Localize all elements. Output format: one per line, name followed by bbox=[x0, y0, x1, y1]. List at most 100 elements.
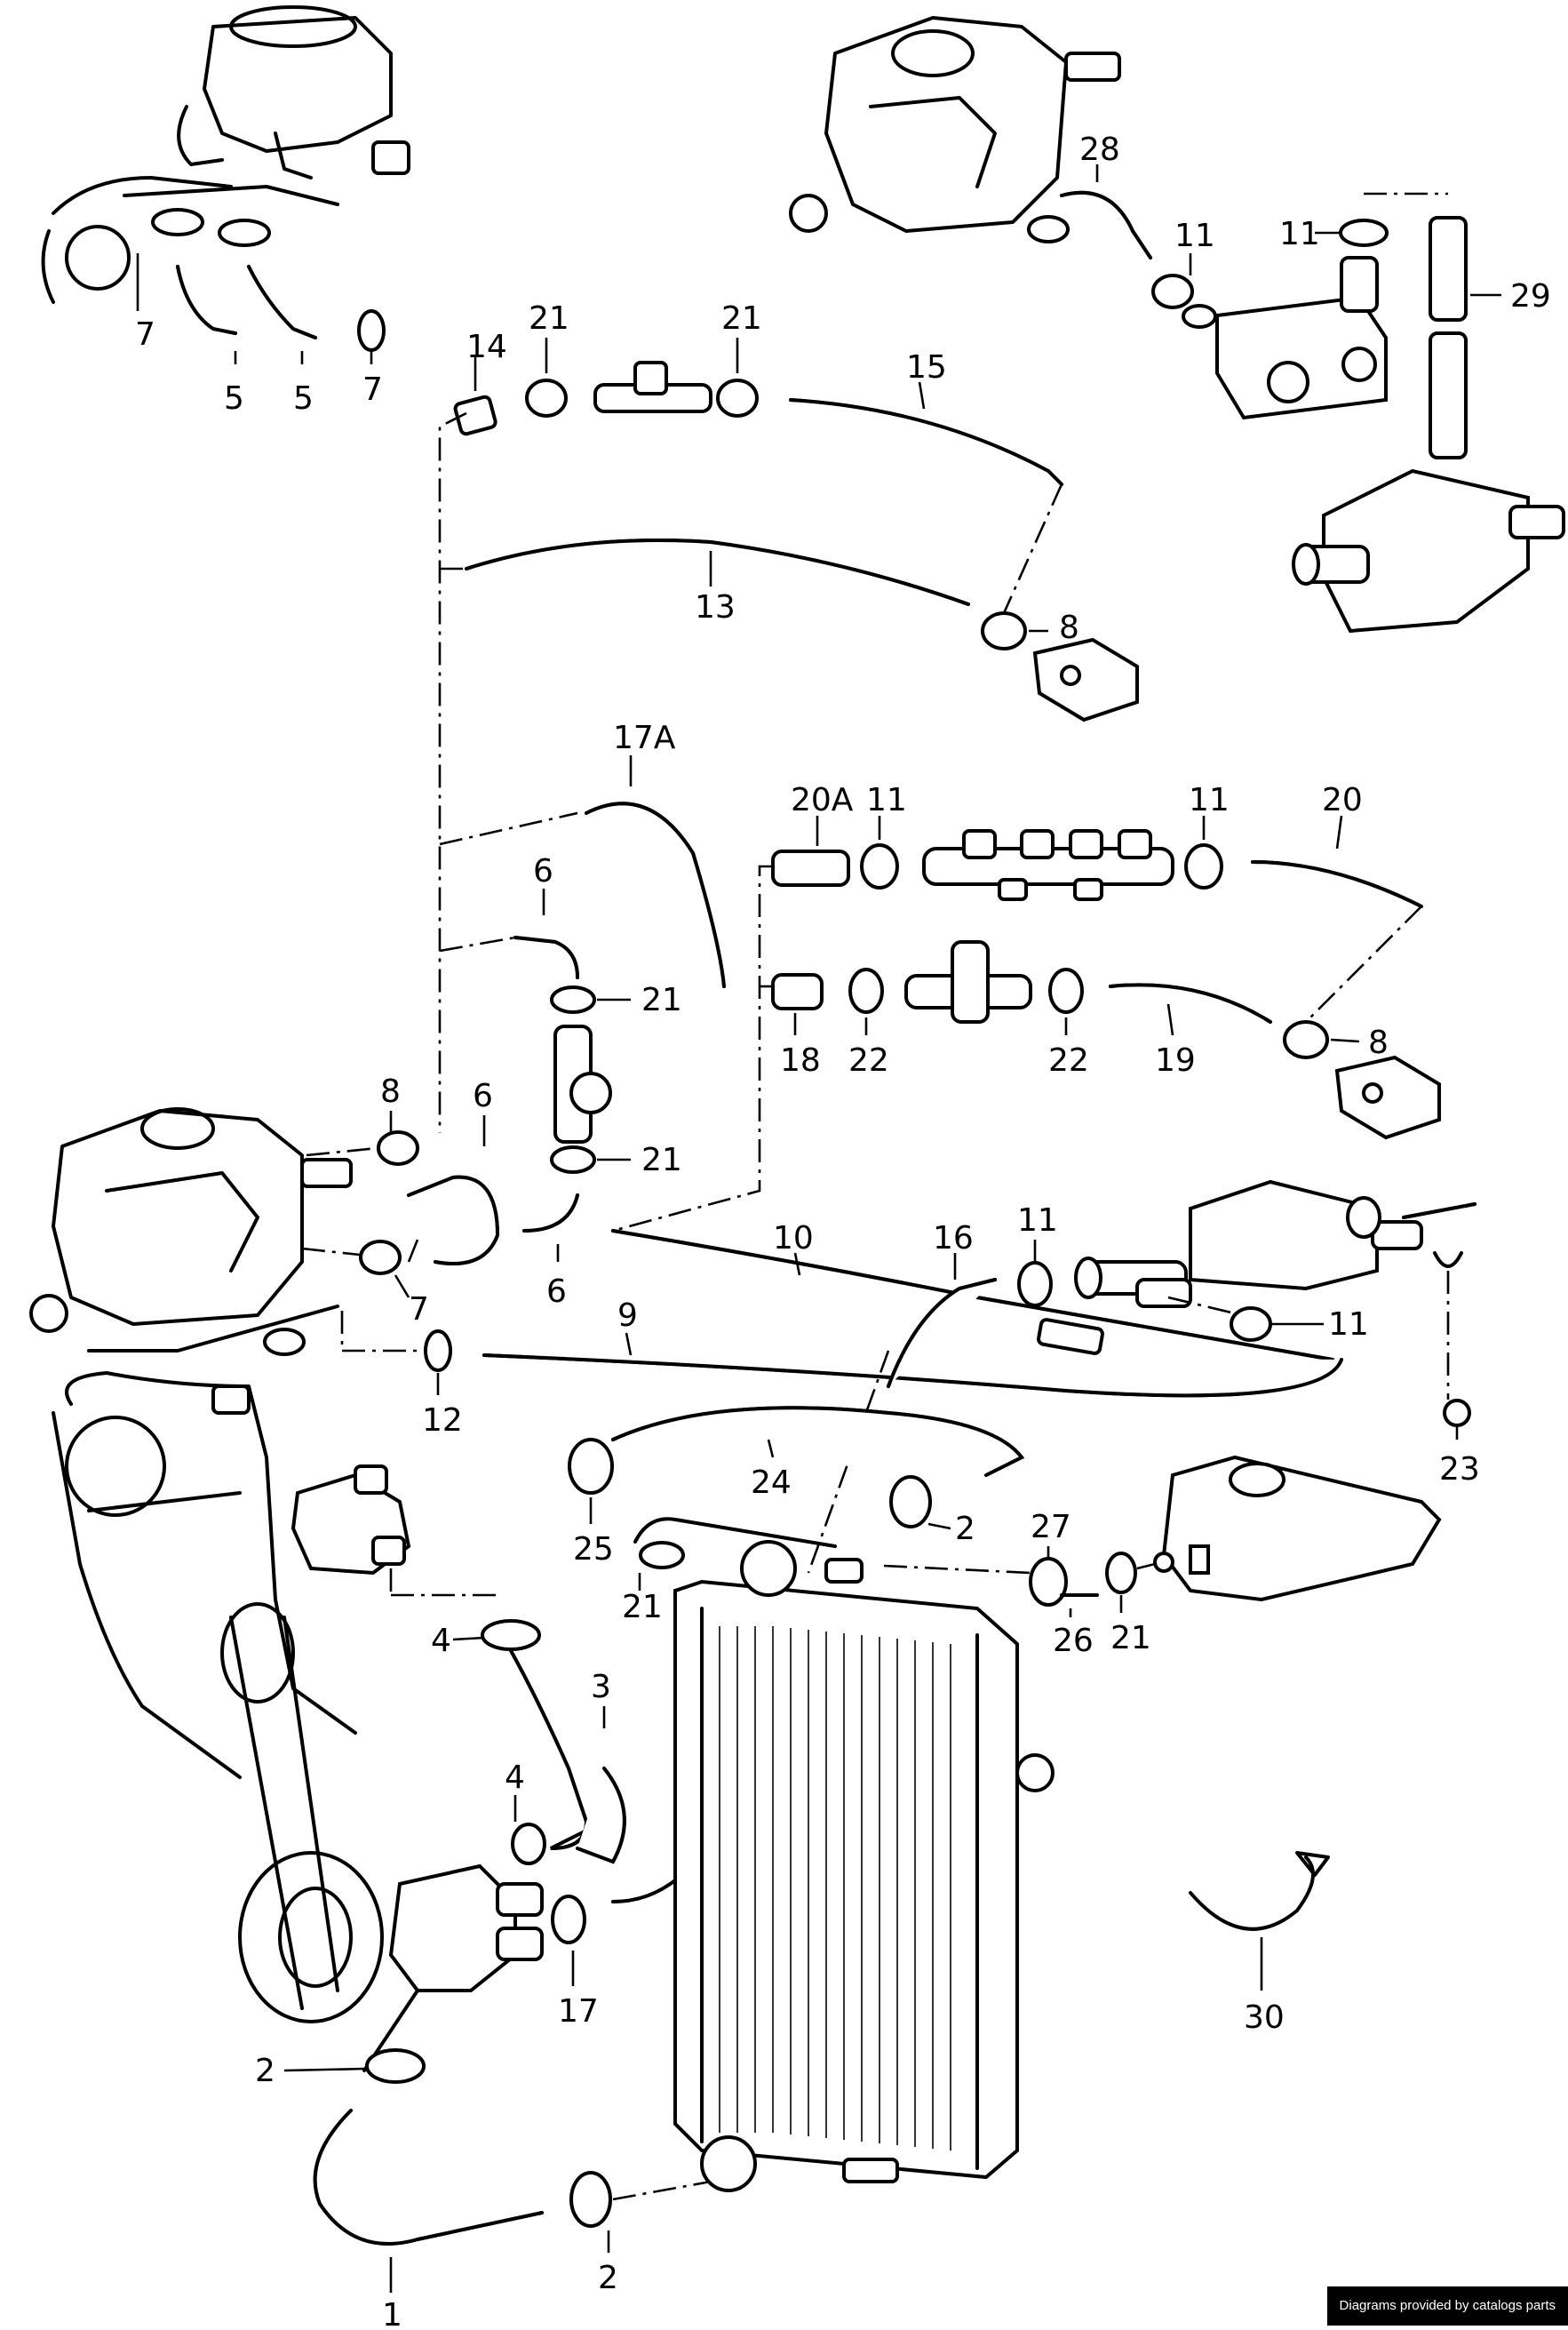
label-part-8: 8 bbox=[380, 1073, 401, 1110]
hose-20A bbox=[771, 850, 850, 887]
label-part-23: 23 bbox=[1439, 1451, 1480, 1488]
label-part-4: 4 bbox=[505, 1759, 525, 1796]
label-part-21: 21 bbox=[641, 982, 682, 1018]
label-part-18: 18 bbox=[780, 1042, 821, 1079]
hose-18 bbox=[771, 973, 824, 1010]
label-part-25: 25 bbox=[573, 1531, 614, 1568]
clamp-2-left bbox=[365, 2048, 426, 2084]
label-part-7: 7 bbox=[135, 316, 155, 353]
label-part-12: 12 bbox=[422, 1402, 463, 1439]
clamp-4-bottom bbox=[511, 1823, 546, 1865]
label-part-3: 3 bbox=[591, 1669, 611, 1705]
hose-16 bbox=[887, 1278, 997, 1388]
label-part-10: 10 bbox=[773, 1220, 814, 1257]
hose-24 bbox=[611, 1406, 1025, 1477]
label-part-5: 5 bbox=[224, 380, 244, 417]
clamp-17 bbox=[551, 1895, 586, 1944]
label-part-15: 15 bbox=[906, 349, 947, 386]
label-part-16: 16 bbox=[933, 1220, 974, 1257]
label-part-17A: 17A bbox=[613, 720, 676, 756]
clamp-2-bottom bbox=[569, 2171, 612, 2228]
hose-29 bbox=[1364, 192, 1501, 459]
flange-8-top bbox=[1032, 637, 1139, 722]
right-mid-housing bbox=[1074, 1179, 1423, 1308]
label-part-6: 6 bbox=[473, 1078, 493, 1114]
hose-20 bbox=[1251, 860, 1423, 908]
clamp-8-middle bbox=[1283, 1020, 1329, 1059]
expansion-tank bbox=[1153, 1455, 1442, 1602]
hose-15 bbox=[789, 398, 1063, 486]
clamp-21c bbox=[550, 985, 596, 1014]
thermostat-housing bbox=[291, 1464, 411, 1576]
label-part-29: 29 bbox=[1510, 278, 1551, 315]
label-part-21: 21 bbox=[622, 1589, 663, 1625]
mid-left-carburetor-assembly bbox=[29, 1107, 353, 1356]
t-connector-middle bbox=[904, 940, 1032, 1024]
label-part-8: 8 bbox=[1368, 1025, 1389, 1061]
hose-13 bbox=[465, 539, 970, 606]
clamp-12 bbox=[424, 1329, 452, 1372]
label-part-28: 28 bbox=[1079, 132, 1120, 168]
clamp-22a bbox=[848, 968, 884, 1014]
label-part-6: 6 bbox=[546, 1273, 567, 1310]
label-part-2: 2 bbox=[255, 2053, 275, 2089]
label-part-14: 14 bbox=[466, 329, 507, 365]
flange-8-middle bbox=[1334, 1055, 1441, 1140]
clamp-27 bbox=[1029, 1557, 1068, 1607]
label-part-30: 30 bbox=[1244, 1999, 1285, 2036]
label-part-7: 7 bbox=[409, 1291, 429, 1328]
label-part-6: 6 bbox=[533, 853, 553, 890]
label-part-11: 11 bbox=[1174, 218, 1215, 254]
clamp-21d bbox=[550, 1145, 596, 1174]
elbow-6-left bbox=[407, 1175, 500, 1265]
elbow-6-bottom bbox=[522, 1193, 579, 1233]
engine-block-lower bbox=[52, 1371, 357, 1779]
clamp-11-right bbox=[1315, 219, 1389, 247]
hose-19 bbox=[1109, 983, 1272, 1024]
right-hose-stub bbox=[1346, 1196, 1476, 1268]
hose-3 bbox=[576, 1767, 626, 1864]
hose-4 bbox=[500, 1633, 589, 1850]
clamp-21a bbox=[525, 379, 568, 418]
water-pump-pulley bbox=[220, 1602, 544, 2072]
label-part-21: 21 bbox=[641, 1142, 682, 1178]
part-labels: 7 5 5 7 14 21 21 15 28 11 11 29 13 8 17A… bbox=[135, 132, 1551, 2330]
clamp-2-right bbox=[889, 1475, 932, 1528]
coolant-manifold bbox=[922, 829, 1174, 901]
label-part-2: 2 bbox=[598, 2260, 618, 2296]
hose-9 bbox=[482, 1353, 1343, 1398]
pipe-21-radiator bbox=[633, 1517, 837, 1569]
top-left-carburetor-assembly bbox=[41, 5, 410, 304]
clamp-7-left bbox=[359, 1240, 402, 1275]
label-part-8: 8 bbox=[1059, 610, 1079, 646]
clamp-11-mid bbox=[1017, 1261, 1053, 1307]
label-part-7: 7 bbox=[362, 371, 383, 408]
label-part-13: 13 bbox=[695, 589, 736, 626]
label-part-9: 9 bbox=[617, 1297, 638, 1334]
oil-cooler-flange bbox=[1182, 256, 1388, 420]
label-part-20: 20 bbox=[1322, 782, 1363, 818]
clamp-8-left bbox=[377, 1130, 419, 1166]
radiator bbox=[673, 1540, 1055, 2192]
elbow-6-top bbox=[513, 936, 579, 979]
clamp-22b bbox=[1048, 968, 1084, 1014]
label-part-22: 22 bbox=[848, 1042, 889, 1079]
hose-1 bbox=[313, 2109, 544, 2246]
water-flange-top-right bbox=[1292, 468, 1565, 634]
label-part-21: 21 bbox=[1110, 1620, 1151, 1656]
label-part-21: 21 bbox=[721, 300, 762, 337]
clip-23 bbox=[1443, 1399, 1471, 1427]
hose-14 bbox=[453, 395, 497, 436]
label-part-11: 11 bbox=[1279, 216, 1320, 252]
label-part-11: 11 bbox=[866, 782, 907, 818]
clamp-4-top bbox=[481, 1619, 541, 1651]
label-part-11: 11 bbox=[1017, 1202, 1058, 1239]
hose-17A bbox=[585, 802, 726, 988]
short-hose-mid bbox=[1037, 1318, 1104, 1355]
label-part-24: 24 bbox=[751, 1464, 792, 1501]
label-part-11: 11 bbox=[1328, 1306, 1369, 1343]
label-part-22: 22 bbox=[1048, 1042, 1089, 1079]
label-part-11: 11 bbox=[1189, 782, 1230, 818]
label-part-2: 2 bbox=[955, 1511, 975, 1547]
